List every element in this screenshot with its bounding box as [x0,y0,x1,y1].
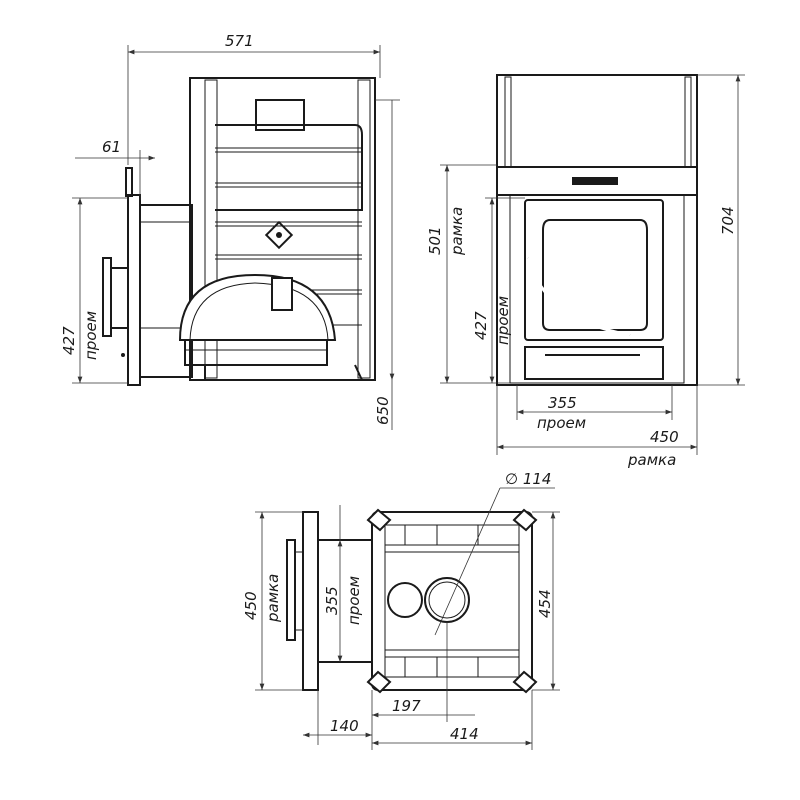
side-opening-height-label: 427 [60,326,78,355]
front-total-height-label: 704 [719,206,737,235]
front-frame-caption: рамка [448,207,466,256]
diamond-mark-icon [264,220,294,250]
top-flue-offset-label: 197 [392,697,421,715]
front-opening-caption: проем [494,296,512,345]
top-front-offset-label: 140 [330,717,359,735]
top-frame-width-label: 450 [242,591,260,620]
top-depth-label: 454 [536,589,554,618]
flue-outlet [424,577,470,623]
front-frame-width-caption: рамка [627,451,676,469]
side-opening-caption: проем [82,311,100,360]
front-frame-height-label: 501 [426,226,444,255]
side-total-height-label: 650 [374,396,392,425]
front-opening-width-caption: проем [537,414,586,432]
front-opening-height-label: 427 [472,311,490,340]
flue-diameter-label: ∅ 114 [505,470,551,488]
front-frame-width-label: 450 [650,428,679,446]
side-offset-label: 61 [102,138,121,156]
logo-plate [572,177,618,185]
top-opening-caption: проем [345,576,363,625]
top-body-length-label: 414 [450,725,479,743]
top-opening-width-label: 355 [323,586,341,615]
top-frame-caption: рамка [264,574,282,623]
front-opening-width-label: 355 [548,394,577,412]
side-width-label: 571 [225,32,254,50]
front-view: 501 рамка 427 проем 704 355 проем 450 ра… [426,74,745,469]
side-view: 571 61 427 проем 650 [60,32,400,430]
top-view: ∅ 114 450 рамка 355 проем 454 197 140 41… [242,470,560,750]
